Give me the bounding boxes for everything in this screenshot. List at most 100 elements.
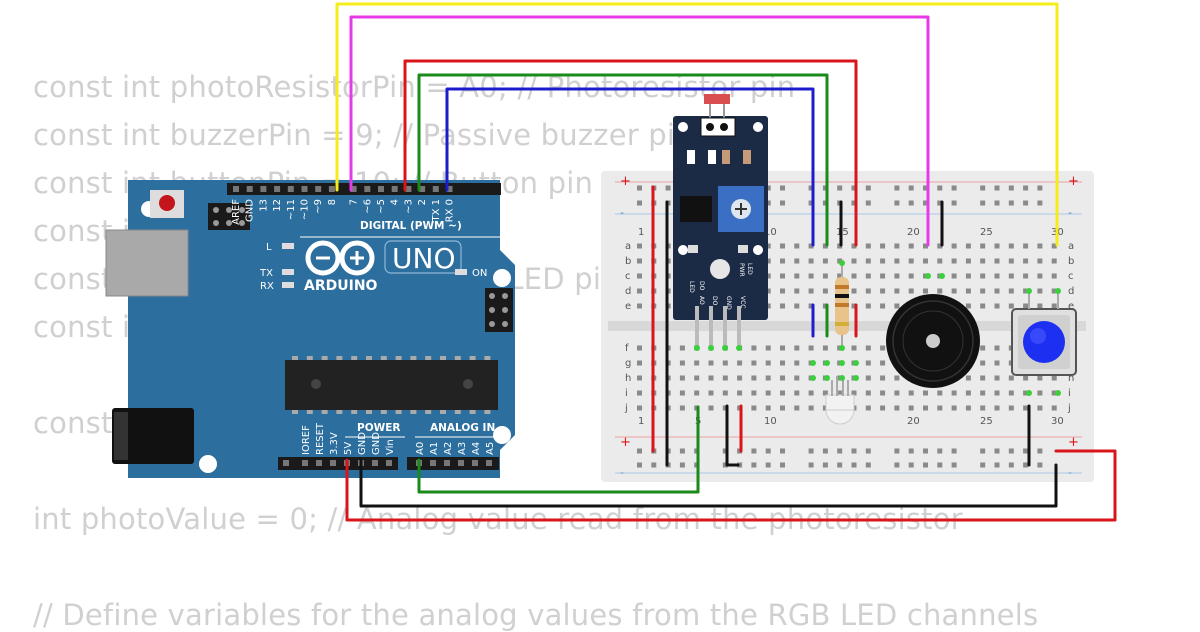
- rail-hole: [780, 185, 785, 191]
- breadboard-hole: [851, 288, 857, 294]
- breadboard-hole: [880, 243, 886, 249]
- breadboard-hole: [951, 405, 957, 411]
- digital-pin-label: ~11: [286, 199, 297, 220]
- rail-hole: [665, 185, 671, 191]
- breadboard-hole: [822, 273, 828, 279]
- breadboard-hole: [1051, 258, 1057, 264]
- analog-pin-label: A0: [415, 442, 426, 455]
- breadboard-hole: [780, 258, 785, 264]
- column-number: 10: [764, 416, 777, 427]
- breadboard-hole: [1051, 303, 1057, 309]
- rail-hole: [637, 462, 642, 468]
- chip-pin: [292, 356, 298, 360]
- chip-pin: [395, 410, 402, 414]
- digital-header-label: DIGITAL (PWM ~): [360, 220, 462, 232]
- analog-pin-label: A3: [457, 442, 468, 455]
- rail-hole: [679, 448, 685, 454]
- rail-hole: [751, 462, 757, 468]
- breadboard-hole: [780, 243, 785, 249]
- blue-wire-3: [445, 87, 815, 247]
- digital-pin-label: ~5: [376, 199, 387, 214]
- breadboard-hole: [865, 303, 871, 309]
- breadboard-hole: [1051, 273, 1057, 279]
- breadboard-hole: [1023, 390, 1029, 396]
- breadboard-hole: [980, 390, 986, 396]
- rail-hole: [780, 200, 785, 206]
- breadboard-hole: [694, 360, 700, 366]
- connection-marker: [722, 345, 728, 351]
- breadboard-hole: [808, 273, 814, 279]
- breadboard-hole: [994, 390, 1000, 396]
- breadboard-hole: [637, 360, 642, 366]
- rail-hole: [851, 448, 857, 454]
- digital-pin-label: ~6: [362, 199, 373, 214]
- breadboard-hole: [1037, 405, 1043, 411]
- breadboard-hole: [637, 288, 642, 294]
- digital-pin-label: AREF: [231, 199, 242, 225]
- analog-pin-label: A4: [471, 442, 482, 455]
- power-header: [278, 457, 398, 470]
- breadboard-hole: [980, 258, 986, 264]
- breadboard-hole: [780, 360, 785, 366]
- breadboard-hole: [937, 258, 943, 264]
- breadboard-hole: [737, 390, 743, 396]
- code-line: const int buzzerPin = 9; // Passive buzz…: [33, 118, 694, 152]
- breadboard-hole: [965, 288, 971, 294]
- breadboard-hole: [780, 288, 785, 294]
- breadboard-hole: [994, 345, 1000, 351]
- row-letter: b: [625, 256, 631, 267]
- breadboard-hole: [722, 360, 728, 366]
- l-led: [282, 243, 294, 249]
- breadboard-hole: [865, 405, 871, 411]
- rail-hole: [894, 448, 900, 454]
- rail-hole: [651, 462, 657, 468]
- chip-pin: [469, 410, 476, 414]
- code-line: const: [33, 406, 113, 440]
- power-pin-label: IOREF: [301, 425, 312, 455]
- plus-sign: +: [1068, 174, 1079, 189]
- breadboard-hole: [951, 390, 957, 396]
- breadboard-hole: [794, 375, 800, 381]
- breadboard-hole: [965, 258, 971, 264]
- breadboard-hole: [1008, 288, 1014, 294]
- breadboard-hole: [923, 258, 928, 264]
- rail-hole: [1023, 462, 1029, 468]
- breadboard-hole: [1023, 288, 1029, 294]
- rail-hole: [980, 200, 986, 206]
- breadboard-hole: [794, 360, 800, 366]
- module-pin-label: AO: [698, 296, 705, 305]
- rail-hole: [822, 462, 828, 468]
- breadboard-hole: [794, 273, 800, 279]
- breadboard-hole: [1023, 375, 1029, 381]
- connection-marker: [839, 260, 845, 266]
- breadboard-hole: [865, 345, 871, 351]
- mount-hole: [199, 455, 217, 473]
- breadboard-hole: [880, 273, 886, 279]
- wires: [335, 2, 1117, 522]
- rail-hole: [765, 185, 771, 191]
- rail-hole: [894, 200, 900, 206]
- push-button[interactable]: [1011, 290, 1077, 376]
- chip-pin: [366, 356, 372, 360]
- chip-pin: [380, 356, 387, 360]
- breadboard-hole: [923, 390, 928, 396]
- rail-hole: [951, 448, 957, 454]
- module-top-label: DO: [698, 281, 705, 291]
- digital-pin-hole: [260, 186, 267, 192]
- breadboard-hole: [1008, 303, 1014, 309]
- plus-sign: +: [620, 435, 631, 450]
- digital-pin-label: 2: [417, 199, 428, 205]
- passive-buzzer: [886, 294, 980, 388]
- rail-hole: [994, 462, 1000, 468]
- rail-hole: [865, 448, 871, 454]
- connection-marker: [824, 375, 830, 381]
- breadboard-hole: [765, 390, 771, 396]
- breadboard-hole: [908, 390, 914, 396]
- rail-hole: [1023, 185, 1029, 191]
- mount-hole: [493, 269, 511, 287]
- breadboard-hole: [679, 405, 685, 411]
- yellow-wire: [335, 2, 1059, 247]
- connection-marker: [824, 360, 830, 366]
- black-wire-module: [725, 404, 740, 467]
- rail-hole: [1037, 185, 1043, 191]
